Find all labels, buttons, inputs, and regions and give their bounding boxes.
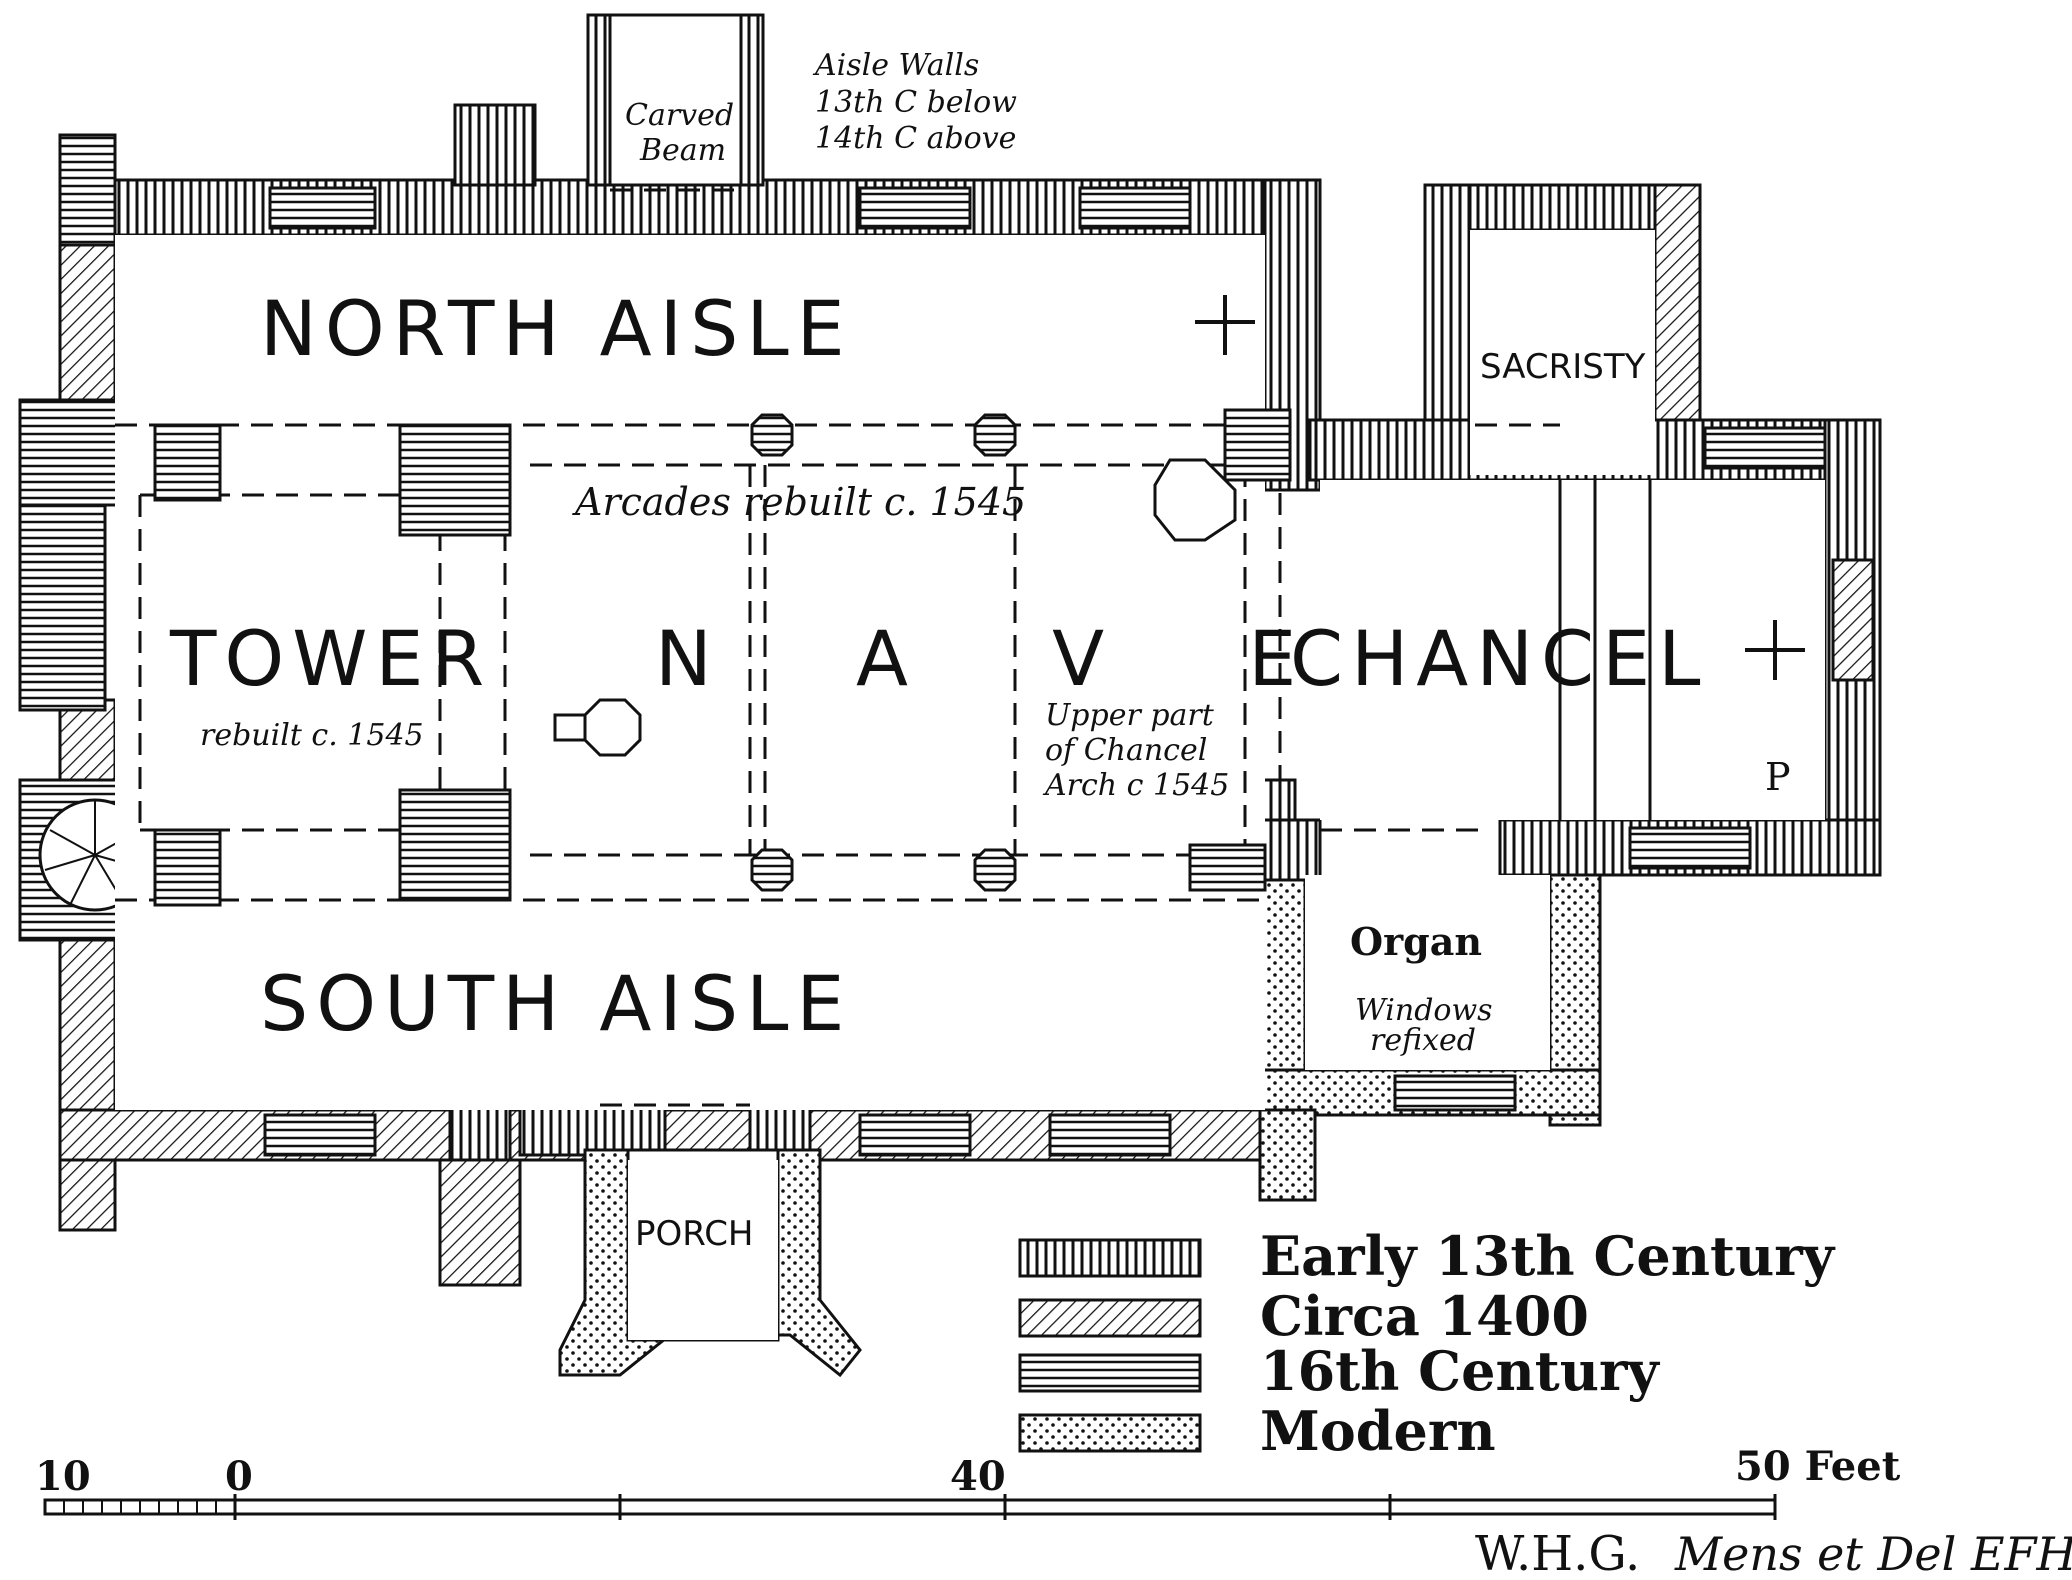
chancel-arch-note-2: of Chancel bbox=[1045, 733, 1207, 768]
west-buttress-nw bbox=[58, 133, 117, 247]
nave-label: N A V E bbox=[655, 614, 1356, 703]
north-window-1 bbox=[268, 186, 377, 230]
north-aisle-label: NORTH AISLE bbox=[260, 284, 853, 373]
aisle-walls-note-3: 14th C above bbox=[815, 121, 1016, 156]
piers bbox=[153, 408, 1292, 907]
south-aisle-label: SOUTH AISLE bbox=[260, 959, 852, 1048]
credit-rest: Mens et Del EFH bbox=[1674, 1527, 2072, 1580]
legend-swatch-circa-1400 bbox=[1018, 1298, 1202, 1338]
arcades-note: Arcades rebuilt c. 1545 bbox=[572, 480, 1026, 524]
interior-porch bbox=[628, 1160, 778, 1340]
scale-bar-ticks bbox=[44, 1494, 1777, 1520]
south-buttress-2 bbox=[448, 1103, 512, 1162]
interiors bbox=[115, 230, 1825, 1340]
tower-rebuilt-note: rebuilt c. 1545 bbox=[200, 718, 424, 753]
piscina-mark: P bbox=[1765, 755, 1791, 799]
north-window-2 bbox=[858, 186, 972, 230]
chancel-arch-note-3: Arch c 1545 bbox=[1042, 768, 1229, 803]
legend-label-16th: 16th Century bbox=[1260, 1339, 1660, 1403]
scale-unit-label: 50 Feet bbox=[1735, 1443, 1901, 1490]
chancel-east-window bbox=[1831, 558, 1875, 682]
windows-note-2: refixed bbox=[1370, 1023, 1476, 1058]
north-door-jamb-right bbox=[739, 13, 765, 187]
legend-label-modern: Modern bbox=[1260, 1399, 1496, 1463]
credit-initials: W.H.G. bbox=[1475, 1526, 1640, 1580]
tower-pier-nw bbox=[398, 423, 512, 537]
interior-chancel bbox=[1320, 480, 1825, 820]
chancel-sw-block bbox=[1258, 818, 1322, 882]
south-door-jamb-right bbox=[748, 1103, 812, 1157]
chancel-north-window bbox=[1703, 426, 1827, 470]
font-step bbox=[553, 713, 587, 742]
south-window-1 bbox=[263, 1113, 377, 1157]
pier-south-1 bbox=[750, 848, 794, 892]
scale-tick-0: 0 bbox=[225, 1453, 253, 1500]
porch-label: PORCH bbox=[635, 1214, 754, 1254]
scale-tick-10: 10 bbox=[35, 1453, 91, 1500]
organ-label: Organ bbox=[1350, 919, 1482, 964]
chancel-label: CHANCEL bbox=[1290, 614, 1708, 703]
south-buttress-1 bbox=[438, 1158, 522, 1287]
tower-pier-w-top bbox=[153, 423, 222, 502]
aisle-walls-note-1: Aisle Walls bbox=[812, 48, 979, 83]
windows-note-1: Windows bbox=[1355, 993, 1493, 1028]
chancel-pier-south bbox=[1188, 843, 1267, 892]
pier-north-2 bbox=[973, 413, 1017, 457]
south-window-3 bbox=[1048, 1113, 1172, 1157]
tower-pier-w-bottom bbox=[153, 828, 222, 907]
organ-south-window bbox=[1393, 1074, 1517, 1112]
north-window-3 bbox=[1078, 186, 1192, 230]
interior-nave-aisles bbox=[115, 235, 1265, 1110]
pier-north-1 bbox=[750, 413, 794, 457]
arcade-lines bbox=[115, 188, 1560, 1107]
chancel-screen bbox=[1558, 480, 1652, 820]
walls bbox=[18, 13, 1882, 1378]
tower-label: TOWER bbox=[169, 614, 492, 703]
legend-swatch-early-13th bbox=[1018, 1238, 1202, 1278]
legend-swatch-16th bbox=[1018, 1353, 1202, 1393]
scale-bar: 10 0 40 50 Feet bbox=[35, 1443, 1901, 1520]
cross-marks bbox=[1195, 295, 1805, 680]
tower-pier-sw bbox=[398, 788, 512, 902]
north-door-jamb-left bbox=[586, 13, 612, 187]
legend-swatch-modern bbox=[1018, 1413, 1202, 1453]
interior-organ bbox=[1305, 875, 1550, 1070]
organ-sw-buttress bbox=[1258, 1108, 1317, 1202]
pier-south-2 bbox=[973, 848, 1017, 892]
rood-stair bbox=[1153, 458, 1237, 542]
chancel-south-window bbox=[1628, 826, 1752, 870]
font bbox=[583, 698, 642, 757]
scale-bar-body bbox=[43, 1498, 1777, 1516]
scale-tick-40: 40 bbox=[950, 1453, 1006, 1500]
chancel-arch-note-1: Upper part bbox=[1045, 698, 1215, 733]
aisle-walls-note-2: 13th C below bbox=[815, 85, 1017, 120]
chancel-pier-north bbox=[1223, 408, 1292, 482]
interior-sacristy bbox=[1470, 230, 1655, 475]
legend-label-early-13th: Early 13th Century bbox=[1260, 1224, 1836, 1288]
carved-beam-note-2: Beam bbox=[639, 133, 726, 168]
carved-beam-note-1: Carved bbox=[625, 98, 734, 133]
sacristy-label: SACRISTY bbox=[1480, 347, 1646, 387]
south-door-jamb-left bbox=[518, 1103, 667, 1157]
south-window-2 bbox=[858, 1113, 972, 1157]
legend: Early 13th Century Circa 1400 16th Centu… bbox=[1018, 1224, 1836, 1463]
north-buttress bbox=[453, 103, 537, 187]
legend-label-circa-1400: Circa 1400 bbox=[1260, 1284, 1589, 1348]
